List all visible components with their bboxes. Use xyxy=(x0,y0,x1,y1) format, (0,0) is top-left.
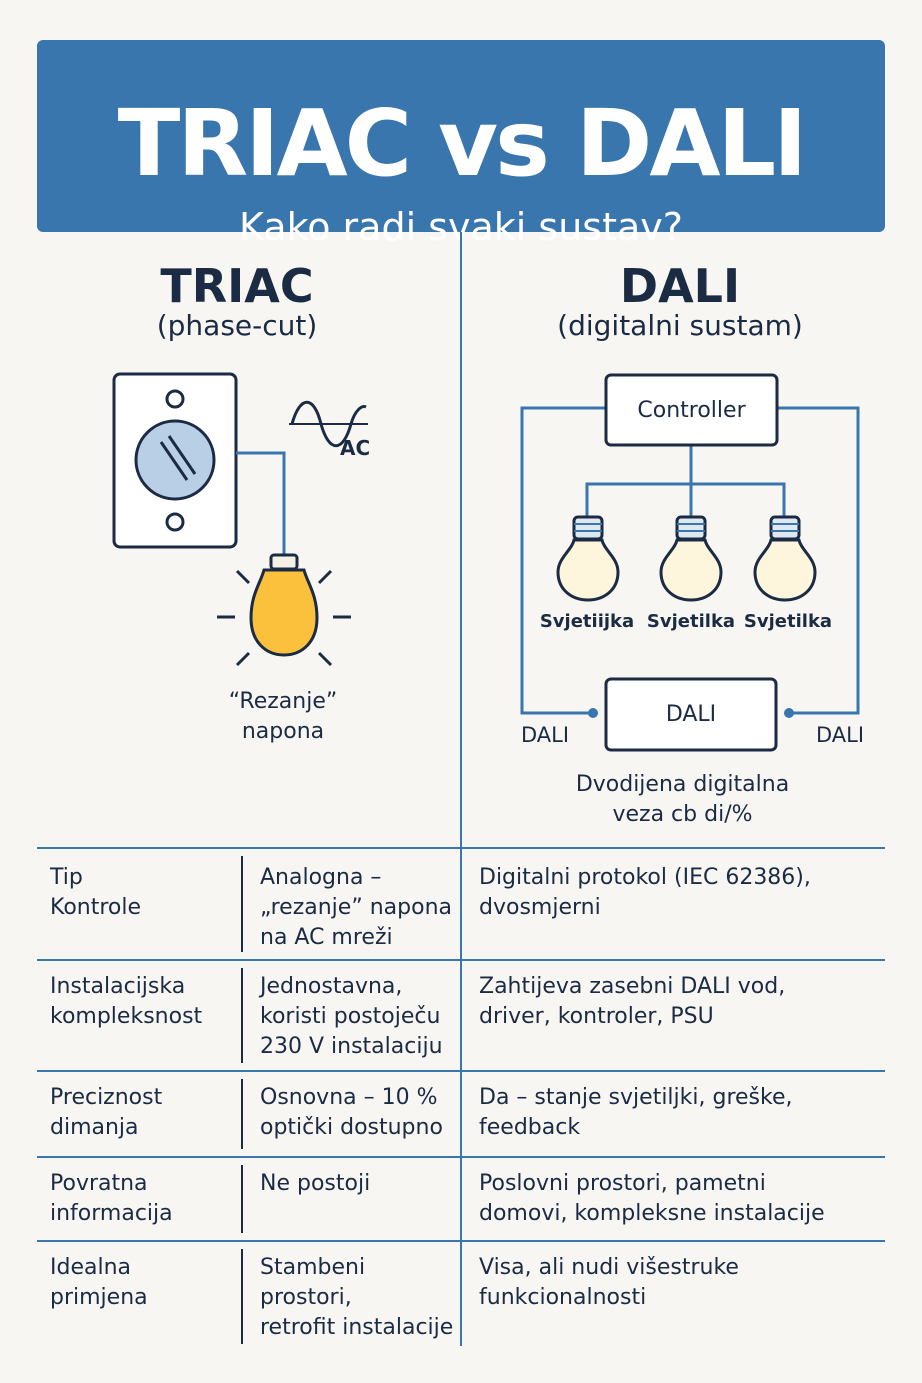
lamp-label: Svjetilka xyxy=(646,611,736,632)
dali-cell: funkcionalnosti xyxy=(479,1285,647,1310)
ac-label: AC xyxy=(340,436,371,460)
row-label: Kontrole xyxy=(50,895,142,920)
lamp-label: Svjetilka xyxy=(743,611,833,632)
dali-bus-label: DALI xyxy=(665,702,717,727)
triac-cell: Osnovna – 10 % xyxy=(260,1085,438,1110)
triac-caption-line1: “Rezanje” xyxy=(228,689,338,714)
lamp-bulb-icon xyxy=(556,515,620,602)
triac-cell: koristi postoječu xyxy=(260,1004,441,1029)
lamp-label: Svjetiijka xyxy=(539,611,635,632)
dali-bus-node-left xyxy=(588,708,598,718)
row-label: Tip xyxy=(50,865,83,890)
triac-cell: „rezanje” napona xyxy=(260,895,452,920)
controller-box xyxy=(604,373,779,447)
lamp-bulb-icon xyxy=(753,515,817,602)
dali-left-label: DALI xyxy=(520,723,570,747)
dali-cell: Poslovni prostori, pametni xyxy=(479,1171,766,1196)
triac-cell: Ne postoji xyxy=(260,1171,371,1196)
dali-cell: Digitalni protokol (IEC 62386), xyxy=(479,865,811,890)
row-label: dimanja xyxy=(50,1115,139,1140)
dali-caption-line2: veza cb di/% xyxy=(612,802,753,827)
page-title: TRIAC vs DALI xyxy=(117,90,808,197)
dali-cell: Zahtijeva zasebni DALI vod, xyxy=(479,974,786,999)
triac-cell: na AC mreži xyxy=(260,925,393,950)
dali-cell: feedback xyxy=(479,1115,581,1140)
row-label: informacija xyxy=(50,1201,173,1226)
dali-cell: driver, kontroler, PSU xyxy=(479,1004,714,1029)
row-label: Instalacijska xyxy=(50,974,186,999)
triac-title: TRIAC xyxy=(160,259,314,313)
dali-wiring xyxy=(520,406,860,715)
dali-right-label: DALI xyxy=(815,723,865,747)
title-banner: TRIAC vs DALI Kako radi svaki sustav? xyxy=(37,40,885,246)
triac-cell: Jednostavna, xyxy=(260,974,403,999)
row-label: kompleksnost xyxy=(50,1004,203,1029)
dali-bus-box xyxy=(604,677,778,752)
dali-cell: Da – stanje svjetiljki, greške, xyxy=(479,1085,793,1110)
triac-cell: prostori, xyxy=(260,1285,352,1310)
triac-cell: Stambeni xyxy=(260,1255,366,1280)
lit-bulb-icon xyxy=(217,553,351,667)
row-label: Preciznost xyxy=(50,1085,163,1110)
dali-cell: Visa, ali nudi višestruke xyxy=(479,1255,739,1280)
dali-bus-node-right xyxy=(784,708,794,718)
dimmer-switch-icon xyxy=(112,372,238,549)
triac-cell: retrofit instalacije xyxy=(260,1315,454,1340)
row-label: primjena xyxy=(50,1285,148,1310)
triac-wire xyxy=(236,451,286,556)
lamp-bulb-icon xyxy=(659,515,723,602)
row-label: Povratna xyxy=(50,1171,148,1196)
dali-cell: dvosmjerni xyxy=(479,895,601,920)
dali-subtitle: (digitalni sustam) xyxy=(557,309,803,342)
dali-caption-line1: Dvodijena digitalna xyxy=(575,772,790,797)
row-label: Idealna xyxy=(50,1255,132,1280)
triac-caption-line2: napona xyxy=(241,719,325,744)
triac-cell: Analogna – xyxy=(260,865,382,890)
triac-subtitle: (phase-cut) xyxy=(156,309,318,342)
table-grid xyxy=(37,847,885,1242)
triac-cell: 230 V instalaciju xyxy=(260,1034,443,1059)
dali-cell: domovi, kompleksne instalacije xyxy=(479,1201,825,1226)
controller-label: Controller xyxy=(637,398,746,423)
dali-title: DALI xyxy=(619,259,741,313)
triac-cell: optički dostupno xyxy=(260,1115,443,1140)
ac-sine-icon xyxy=(289,401,368,447)
